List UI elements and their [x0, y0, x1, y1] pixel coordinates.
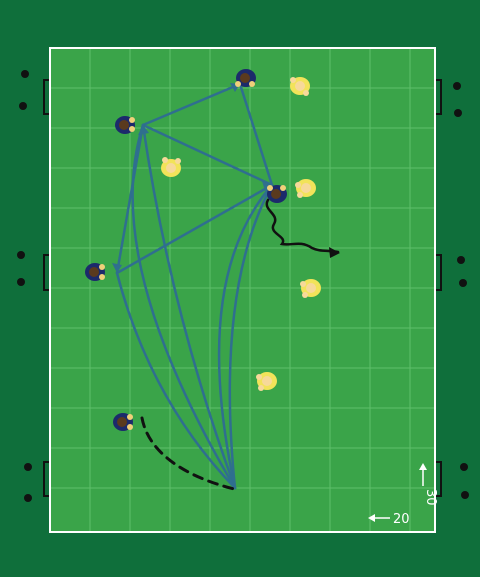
blue-player	[85, 263, 105, 281]
blue-player	[115, 116, 135, 134]
width-label: 20	[393, 512, 410, 527]
blue-player	[267, 185, 287, 203]
length-label: 30	[423, 489, 438, 506]
yellow-player	[161, 157, 181, 177]
inner-field	[50, 48, 435, 532]
blue-player	[113, 413, 133, 431]
